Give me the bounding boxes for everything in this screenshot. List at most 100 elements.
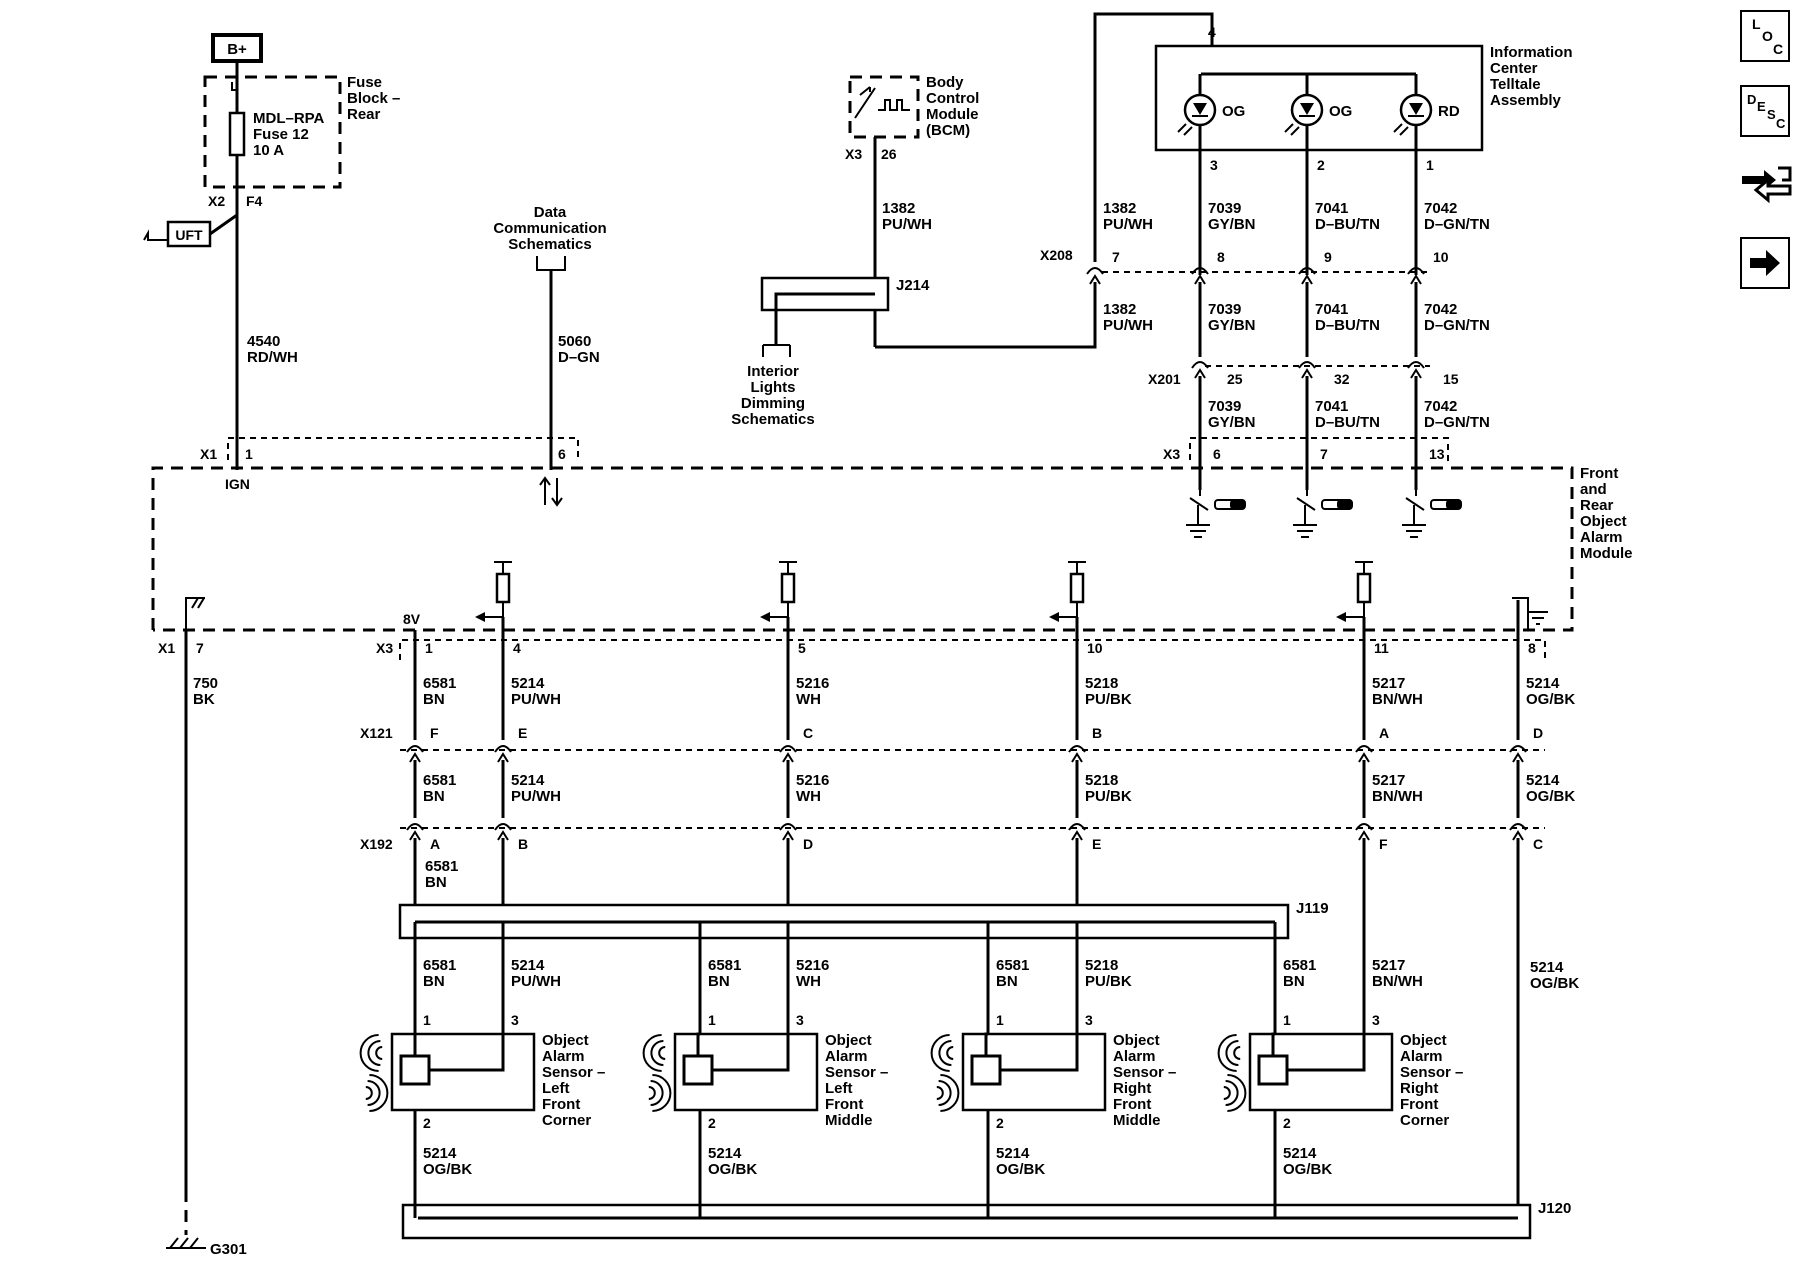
x192-pin-1: A xyxy=(430,836,440,852)
bcm-title-4: (BCM) xyxy=(926,122,970,139)
sw-mid-color-1: BN xyxy=(423,788,445,805)
module-x1-pin1: 1 xyxy=(245,446,253,462)
x3-top-pin-1: 6 xyxy=(1213,446,1221,462)
sensor-title-4-1: Object xyxy=(1400,1032,1447,1049)
sensor-w2-circuit-1: 5214 xyxy=(423,1145,457,1162)
sensor-w1-color-1: BN xyxy=(423,973,445,990)
sensor-w3-circuit-1: 5214 xyxy=(511,957,545,974)
sensor-pin1-3: 1 xyxy=(996,1012,1004,1028)
data-comm-title-2: Communication xyxy=(493,220,606,237)
sw-mid-circuit-1: 6581 xyxy=(423,772,456,789)
interior-lights-title-2: Lights xyxy=(751,379,796,396)
sw-mid-color-3: WH xyxy=(796,788,821,805)
sw-upper-circuit-6: 5214 xyxy=(1526,675,1560,692)
x192-pin-5: F xyxy=(1379,836,1388,852)
module-x1-top: X1 xyxy=(200,446,217,462)
module-title-1: Front xyxy=(1580,465,1618,482)
loc-letter-o: O xyxy=(1762,28,1773,44)
module-8v: 8V xyxy=(403,611,421,627)
module-x1-pin6: 6 xyxy=(558,446,566,462)
x121-pin-4: B xyxy=(1092,725,1102,741)
j119-label: J119 xyxy=(1296,900,1329,917)
uft-splice: UFT xyxy=(143,213,238,248)
sensor-pin2-1: 2 xyxy=(423,1115,431,1131)
next-page-button[interactable] xyxy=(1740,237,1790,289)
x201-pin-1: 25 xyxy=(1227,371,1243,387)
x3-bottom-pin-2: 4 xyxy=(513,640,521,656)
x192-pin-6: C xyxy=(1533,836,1543,852)
led-pin-3: 1 xyxy=(1426,157,1434,173)
desc-letter-c: C xyxy=(1776,116,1786,131)
module-x1-pin7: 7 xyxy=(196,640,204,656)
x121-pin-6: D xyxy=(1533,725,1543,741)
tw-mid-color-1: GY/BN xyxy=(1208,317,1256,334)
fuse-block-title-3: Rear xyxy=(347,106,381,123)
x208-pin-2: 8 xyxy=(1217,249,1225,265)
sensor-title-3-4: Right xyxy=(1113,1080,1151,1097)
sw-mid-circuit-4: 5218 xyxy=(1085,772,1118,789)
tw-mid-color-3: D–GN/TN xyxy=(1424,317,1490,334)
interior-lights-title-4: Schematics xyxy=(731,411,814,428)
sensor-w3-circuit-2: 5216 xyxy=(796,957,829,974)
ic-title-2: Center xyxy=(1490,60,1538,77)
desc-letter-d: D xyxy=(1747,92,1757,107)
led-pin-1: 3 xyxy=(1210,157,1218,173)
sensor-title-1-1: Object xyxy=(542,1032,589,1049)
ground-circuit: 750 xyxy=(193,675,218,692)
tw-upper-circuit-2: 7041 xyxy=(1315,200,1348,217)
data-comm-circuit: 5060 xyxy=(558,333,591,350)
data-comm-title-1: Data xyxy=(534,204,567,221)
sensor-w1-color-4: BN xyxy=(1283,973,1305,990)
sw-mid-color-5: BN/WH xyxy=(1372,788,1423,805)
x192-extra-color: BN xyxy=(425,874,447,891)
sw-mid-circuit-5: 5217 xyxy=(1372,772,1405,789)
sensor-w1-circuit-4: 6581 xyxy=(1283,957,1316,974)
object-alarm-module: Front and Rear Object Alarm Module X1 1 … xyxy=(151,437,1633,662)
tw-upper-circuit-1: 7039 xyxy=(1208,200,1241,217)
telltale-led-2: OG2 xyxy=(1284,74,1352,275)
module-x1-bottom: X1 xyxy=(158,640,175,656)
description-view-button[interactable]: D E S C xyxy=(1740,85,1790,137)
sensor-title-1-6: Corner xyxy=(542,1112,591,1129)
sensor-title-2-2: Alarm xyxy=(825,1048,868,1065)
ground-color: BK xyxy=(193,691,215,708)
sensor-w1-color-3: BN xyxy=(996,973,1018,990)
loc-letter-l: L xyxy=(1752,16,1761,32)
interior-lights-title-1: Interior xyxy=(747,363,799,380)
x121-pin-1: F xyxy=(430,725,439,741)
telltale-led-1: OG3 xyxy=(1177,74,1245,275)
sensor-pin1-2: 1 xyxy=(708,1012,716,1028)
connector-end-view-button[interactable] xyxy=(1738,160,1794,210)
information-center-telltale-assembly: Information Center Telltale Assembly xyxy=(1154,44,1573,152)
sensor-title-3-1: Object xyxy=(1113,1032,1160,1049)
ground-g301-icon xyxy=(166,1237,206,1249)
fuse-block-title-2: Block – xyxy=(347,90,400,107)
module-x3-bottom: X3 xyxy=(376,640,393,656)
data-comm-title-3: Schematics xyxy=(508,236,591,253)
x192-extra-circuit: 6581 xyxy=(425,858,458,875)
location-view-button[interactable]: L O C xyxy=(1740,10,1790,62)
sw-upper-circuit-4: 5218 xyxy=(1085,675,1118,692)
ultrasonic-wave-icon xyxy=(642,1034,672,1112)
right-wire-color: OG/BK xyxy=(1530,975,1579,992)
x192-pin-2: B xyxy=(518,836,528,852)
bcm-wire-circuit: 1382 xyxy=(882,200,915,217)
sensor-title-4-5: Front xyxy=(1400,1096,1438,1113)
x201-pin-3: 15 xyxy=(1443,371,1459,387)
x208-pin-4: 10 xyxy=(1433,249,1449,265)
fuse-name: MDL–RPA xyxy=(253,110,325,127)
ic-top-pin: 4 xyxy=(1208,24,1216,40)
sw-upper-color-5: BN/WH xyxy=(1372,691,1423,708)
sensor-pin3-3: 3 xyxy=(1085,1012,1093,1028)
telltale-led-3: RD1 xyxy=(1393,74,1460,275)
fuse-pin-f4: F4 xyxy=(246,193,263,209)
sw-upper-color-4: PU/BK xyxy=(1085,691,1132,708)
x3-top-pin-2: 7 xyxy=(1320,446,1328,462)
